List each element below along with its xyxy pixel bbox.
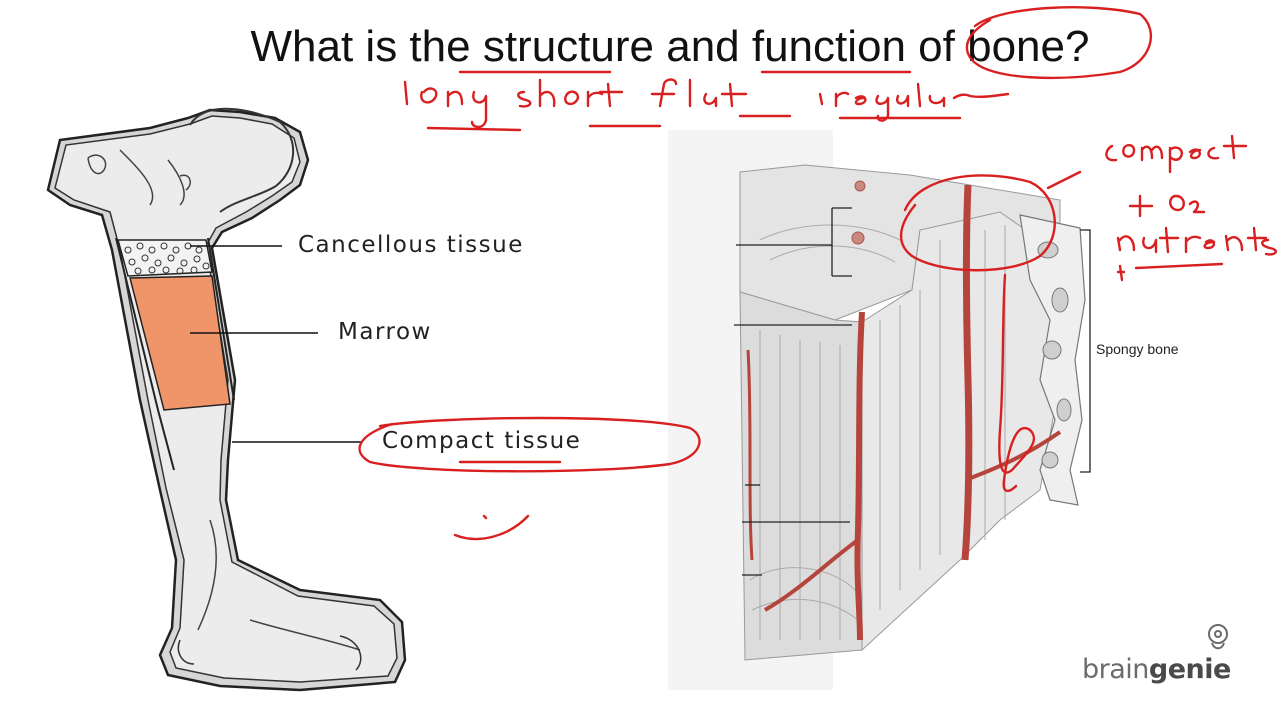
ink-short: [517, 78, 624, 108]
blood-vessel-main: [961, 184, 973, 561]
femur-lower-detail: [197, 519, 361, 651]
osteon-2: [851, 231, 865, 245]
femur-notch-detail: [87, 154, 191, 191]
ink-ellipse-compact: [358, 416, 701, 473]
ink-squiggle: [453, 514, 530, 541]
femur-neck-detail: [119, 149, 185, 206]
brand-suffix: genie: [1148, 654, 1231, 685]
lamellae-texture: [749, 224, 1006, 640]
blood-vessel-edge: [746, 349, 754, 561]
ink-circle-bone: [965, 6, 1153, 80]
osteon-1: [854, 180, 866, 192]
blood-vessel-secondary: [854, 311, 865, 641]
brand-prefix: brain: [1082, 654, 1149, 685]
femur-head-detail: [189, 107, 294, 213]
label-marrow: Marrow: [338, 319, 432, 345]
ink-vessel-trace: [998, 273, 1036, 493]
marrow-region: [129, 275, 231, 411]
label-compact-tissue: Compact tissue: [382, 428, 582, 454]
ink-underline-flat-irregular: [738, 114, 962, 120]
cancellous-pattern: [124, 242, 210, 275]
slide-title: What is the structure and function of bo…: [250, 22, 1090, 71]
spongy-holes: [1037, 241, 1072, 469]
medullary-wall-right: [207, 237, 235, 401]
ink-pointer-line: [1046, 170, 1082, 190]
brand-logo: braingenie: [1082, 654, 1231, 685]
ink-nutrients: [1116, 226, 1277, 256]
ink-plus-o2: [1128, 194, 1206, 218]
label-spongy-bone: Spongy bone: [1096, 341, 1179, 357]
medullary-wall-left: [115, 237, 175, 471]
ink-flat: [650, 78, 748, 108]
femur-condyle-detail: [177, 635, 362, 671]
spongy-bone-bracket: [1080, 229, 1091, 473]
label-cancellous-tissue: Cancellous tissue: [298, 232, 524, 258]
spongy-bone-region: [1019, 214, 1086, 506]
ink-compact: [1105, 134, 1248, 174]
ink-irregular: [818, 82, 1010, 122]
ink-underline-long-short: [426, 124, 662, 132]
section-leader-lines: [734, 207, 852, 576]
ink-underline-nutrients: [1116, 262, 1224, 282]
ink-long: [403, 80, 488, 129]
ink-circle-section: [899, 174, 1056, 272]
